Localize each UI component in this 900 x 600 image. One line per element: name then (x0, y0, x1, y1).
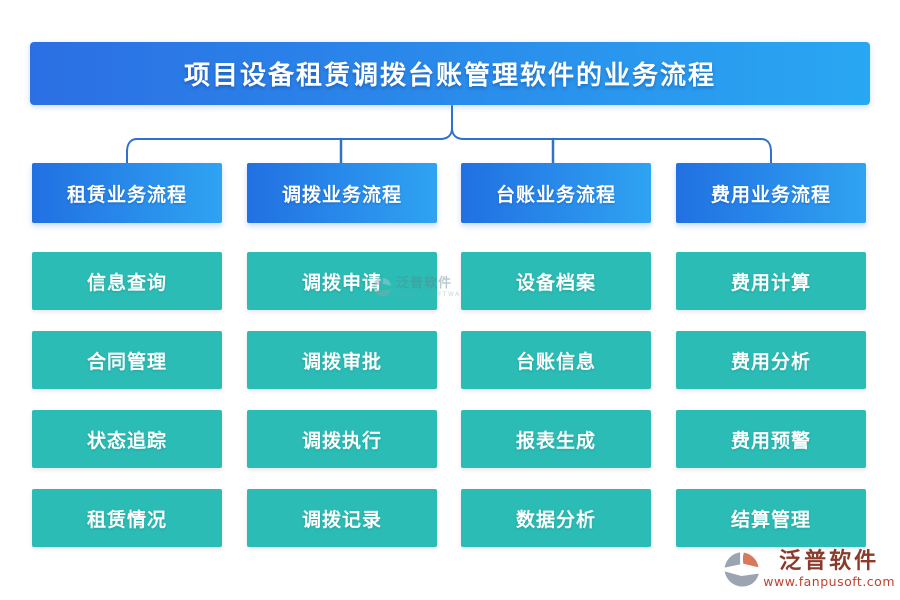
column-header-allocation: 调拨业务流程 (247, 163, 437, 223)
brand-text: 泛普软件 www.fanpusoft.com (763, 551, 895, 589)
fanpu-logo-icon (723, 551, 760, 592)
flow-node-cost-alert: 费用预警 (676, 410, 866, 468)
column-ledger-flow: 台账业务流程 设备档案 台账信息 报表生成 数据分析 (461, 163, 651, 568)
brand-logo: 泛普软件 www.fanpusoft.com (723, 551, 895, 592)
flow-node-alloc-approve: 调拨审批 (247, 331, 437, 389)
flow-node-contract-mgmt: 合同管理 (32, 331, 222, 389)
flow-node-rental-status: 租赁情况 (32, 489, 222, 547)
page-title: 项目设备租赁调拨台账管理软件的业务流程 (30, 42, 870, 105)
flow-node-report-gen: 报表生成 (461, 410, 651, 468)
column-header-cost: 费用业务流程 (676, 163, 866, 223)
column-cost-flow: 费用业务流程 费用计算 费用分析 费用预警 结算管理 (676, 163, 866, 568)
brand-name: 泛普软件 (779, 549, 880, 574)
flow-node-status-track: 状态追踪 (32, 410, 222, 468)
flow-node-cost-calc: 费用计算 (676, 252, 866, 310)
flow-node-alloc-record: 调拨记录 (247, 489, 437, 547)
column-allocation-flow: 调拨业务流程 调拨申请 调拨审批 调拨执行 调拨记录 (247, 163, 437, 568)
flow-node-data-analysis: 数据分析 (461, 489, 651, 547)
column-header-ledger: 台账业务流程 (461, 163, 651, 223)
brand-url: www.fanpusoft.com (763, 574, 895, 589)
column-header-rental: 租赁业务流程 (32, 163, 222, 223)
column-rental-flow: 租赁业务流程 信息查询 合同管理 状态追踪 租赁情况 (32, 163, 222, 568)
flow-node-alloc-execute: 调拨执行 (247, 410, 437, 468)
flow-node-alloc-apply: 调拨申请 (247, 252, 437, 310)
flow-node-cost-analysis: 费用分析 (676, 331, 866, 389)
flow-node-ledger-info: 台账信息 (461, 331, 651, 389)
flow-node-settle-mgmt: 结算管理 (676, 489, 866, 547)
flow-node-info-query: 信息查询 (32, 252, 222, 310)
flow-node-equip-archive: 设备档案 (461, 252, 651, 310)
